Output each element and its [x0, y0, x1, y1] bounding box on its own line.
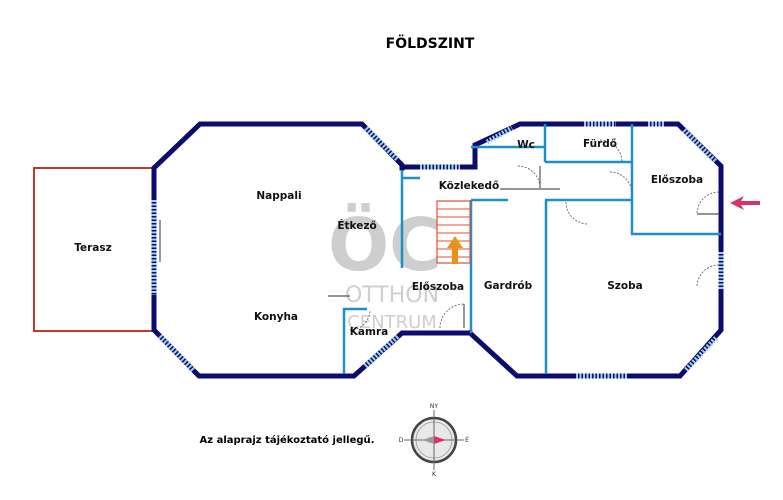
compass-icon: NY É K D: [399, 403, 469, 478]
window-eloszoba: [682, 128, 718, 164]
stair-direction-arrow-icon: [447, 236, 463, 264]
door-entrance: [696, 191, 720, 215]
doors: [159, 139, 720, 331]
door-szoba: [565, 201, 589, 225]
entrance-arrow-icon: [730, 196, 760, 210]
room-etkezo: Étkező: [337, 219, 376, 232]
compass-east: É: [465, 436, 469, 444]
room-terasz: Terasz: [74, 242, 112, 254]
room-furdo: Fürdő: [583, 138, 617, 150]
window-kamra: [363, 334, 400, 368]
watermark-logo: ÖC OTTHON CENTRUM: [328, 203, 442, 333]
room-nappali: Nappali: [256, 190, 301, 202]
door-wc: [517, 165, 541, 189]
room-szoba: Szoba: [607, 280, 643, 292]
door-eloszoba-left: [439, 303, 465, 329]
room-eloszoba-left: Előszoba: [412, 281, 464, 293]
door-kamra: [349, 309, 371, 331]
disclaimer-note: Az alaprajz tájékoztató jellegű.: [200, 434, 375, 446]
watermark-line2: CENTRUM: [347, 312, 437, 333]
staircase: [436, 200, 471, 264]
interior-walls: [342, 124, 721, 374]
window-szoba-se: [684, 336, 718, 372]
door-eloszoba-right: [609, 171, 633, 195]
compass-north: NY: [430, 403, 438, 410]
room-eloszoba-right: Előszoba: [651, 174, 703, 186]
room-wc: Wc: [517, 139, 535, 151]
watermark-line1: OTTHON: [345, 283, 439, 308]
room-konyha: Konyha: [254, 311, 298, 323]
window-wc: [485, 125, 514, 145]
room-kamra: Kamra: [350, 326, 388, 338]
room-kozlekedo: Közlekedő: [439, 180, 500, 192]
compass-west: D: [399, 437, 404, 444]
watermark-logo-text: ÖC: [328, 203, 442, 287]
room-gardrob: Gardrób: [484, 280, 533, 292]
plan-title: FÖLDSZINT: [386, 34, 475, 52]
window-nappali: [364, 126, 400, 162]
door-szoba-east: [696, 264, 720, 288]
window-konyha: [158, 334, 196, 373]
compass-south: K: [432, 471, 437, 478]
